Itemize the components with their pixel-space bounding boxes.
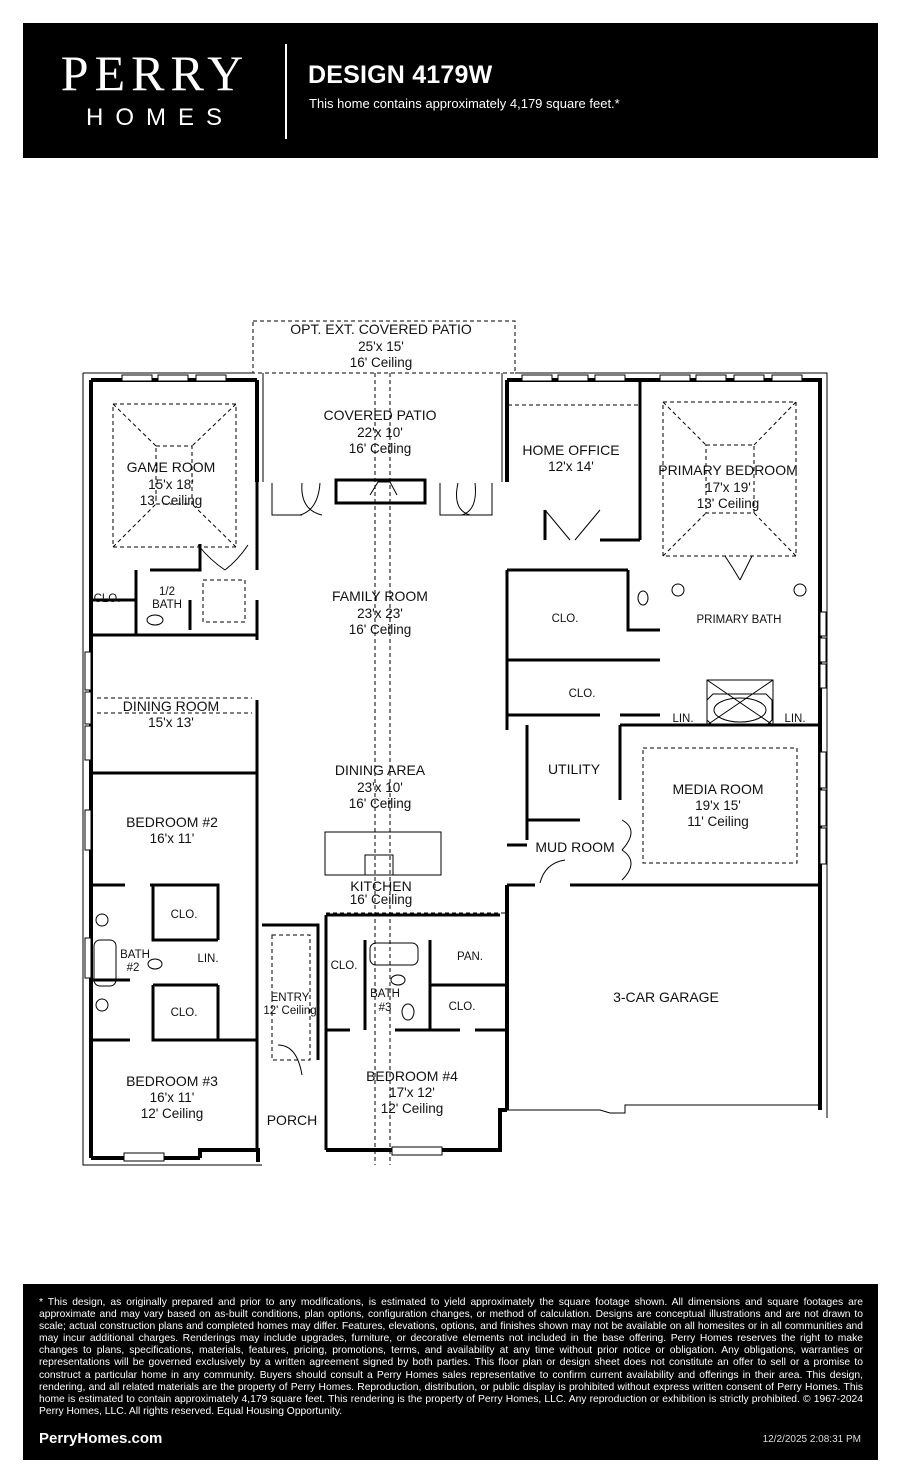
- covered-patio-ceiling: 16' Ceiling: [349, 441, 412, 456]
- print-timestamp: 12/2/2025 2:08:31 PM: [762, 1434, 861, 1445]
- opt-patio-size: 25'x 15': [358, 339, 404, 354]
- header-divider: [285, 44, 287, 139]
- mud-room-name: MUD ROOM: [535, 839, 614, 855]
- bedroom-2-name: BEDROOM #2: [126, 814, 218, 830]
- covered-patio-size: 22'x 10': [357, 425, 403, 440]
- kitchen-ceiling: 16' Ceiling: [350, 892, 413, 907]
- covered-patio-name: COVERED PATIO: [323, 407, 436, 423]
- bedroom-3-ceiling: 12' Ceiling: [141, 1106, 204, 1121]
- dining-area-ceiling: 16' Ceiling: [349, 796, 412, 811]
- primary-bedroom-ceiling: 13' Ceiling: [697, 496, 760, 511]
- bath-2-lin-name: LIN.: [197, 953, 218, 965]
- media-room-size: 19'x 15': [695, 798, 741, 813]
- home-office-name: HOME OFFICE: [522, 442, 619, 458]
- dining-area-size: 23'x 10': [357, 780, 403, 795]
- design-title: DESIGN 4179W: [308, 61, 493, 89]
- porch-name: PORCH: [267, 1112, 318, 1128]
- home-office-size: 12'x 14': [548, 459, 594, 474]
- bed4-clo-2-name: CLO.: [449, 1001, 476, 1013]
- square-footage-subtitle: This home contains approximately 4,179 s…: [309, 96, 620, 111]
- half-bath-name-2: BATH: [152, 599, 182, 611]
- footer-banner: * This design, as originally prepared an…: [23, 1284, 878, 1460]
- bath-3-name-1: BATH: [370, 988, 400, 1000]
- bedroom-3-size: 16'x 11': [150, 1090, 195, 1105]
- bedroom-4-ceiling: 12' Ceiling: [381, 1101, 444, 1116]
- bedroom-4-size: 17'x 12': [389, 1085, 435, 1100]
- half-bath-name-1: 1/2: [159, 586, 175, 598]
- family-room-ceiling: 16' Ceiling: [349, 622, 412, 637]
- game-clo-name: CLO.: [94, 593, 121, 605]
- family-room-size: 23'x 23': [357, 606, 403, 621]
- perry-homes-logo: PERRY HOMES: [45, 47, 265, 133]
- logo-perry-text: PERRY: [60, 45, 250, 101]
- opt-patio-ceiling: 16' Ceiling: [350, 355, 413, 370]
- utility-name: UTILITY: [548, 761, 601, 777]
- primary-bedroom-name: PRIMARY BEDROOM: [658, 462, 798, 478]
- dining-area-name: DINING AREA: [335, 762, 426, 778]
- bath-2-clo-1-name: CLO.: [171, 909, 198, 921]
- primary-bath-name: PRIMARY BATH: [697, 614, 782, 626]
- garage-name: 3-CAR GARAGE: [613, 989, 719, 1005]
- bath-3-name-2: #3: [379, 1002, 392, 1014]
- game-room-size: 15'x 18': [148, 477, 194, 492]
- bed4-clo-1-name: CLO.: [331, 960, 358, 972]
- legal-disclaimer: * This design, as originally prepared an…: [39, 1297, 863, 1417]
- dining-room-name: DINING ROOM: [123, 698, 219, 714]
- header-banner: PERRY HOMES DESIGN 4179W This home conta…: [23, 23, 878, 158]
- bedroom-2-size: 16'x 11': [150, 831, 195, 846]
- kitchen-name: KITCHEN: [350, 878, 411, 894]
- media-room-ceiling: 11' Ceiling: [687, 814, 749, 829]
- bedroom-3-name: BEDROOM #3: [126, 1073, 218, 1089]
- family-room-name: FAMILY ROOM: [332, 588, 428, 604]
- media-room-name: MEDIA ROOM: [672, 781, 763, 797]
- lin-1-name: LIN.: [672, 713, 693, 725]
- bath-2-name-2: #2: [127, 962, 140, 974]
- website-link[interactable]: PerryHomes.com: [39, 1430, 163, 1447]
- dining-room-size: 15'x 13': [148, 715, 194, 730]
- primary-clo-2-name: CLO.: [569, 688, 596, 700]
- logo-homes-text: HOMES: [85, 104, 234, 131]
- pantry-name: PAN.: [457, 951, 483, 963]
- opt-patio-name: OPT. EXT. COVERED PATIO: [290, 321, 472, 337]
- opt-patio-outline: [252, 320, 516, 374]
- bedroom-4-name: BEDROOM #4: [366, 1068, 458, 1084]
- bath-2-clo-2-name: CLO.: [171, 1007, 198, 1019]
- primary-bedroom-size: 17'x 19': [705, 480, 751, 495]
- room-labels: OPT. EXT. COVERED PATIO 25'x 15' 16' Cei…: [94, 321, 806, 1128]
- game-room-ceiling: 13' Ceiling: [140, 493, 203, 508]
- floor-plan: OPT. EXT. COVERED PATIO 25'x 15' 16' Cei…: [82, 320, 828, 1166]
- game-room-name: GAME ROOM: [127, 459, 216, 475]
- entry-name: ENTRY: [271, 992, 310, 1004]
- entry-ceiling: 12' Ceiling: [263, 1005, 316, 1017]
- bath-2-name-1: BATH: [120, 949, 150, 961]
- lin-2-name: LIN.: [784, 713, 805, 725]
- primary-clo-1-name: CLO.: [552, 613, 579, 625]
